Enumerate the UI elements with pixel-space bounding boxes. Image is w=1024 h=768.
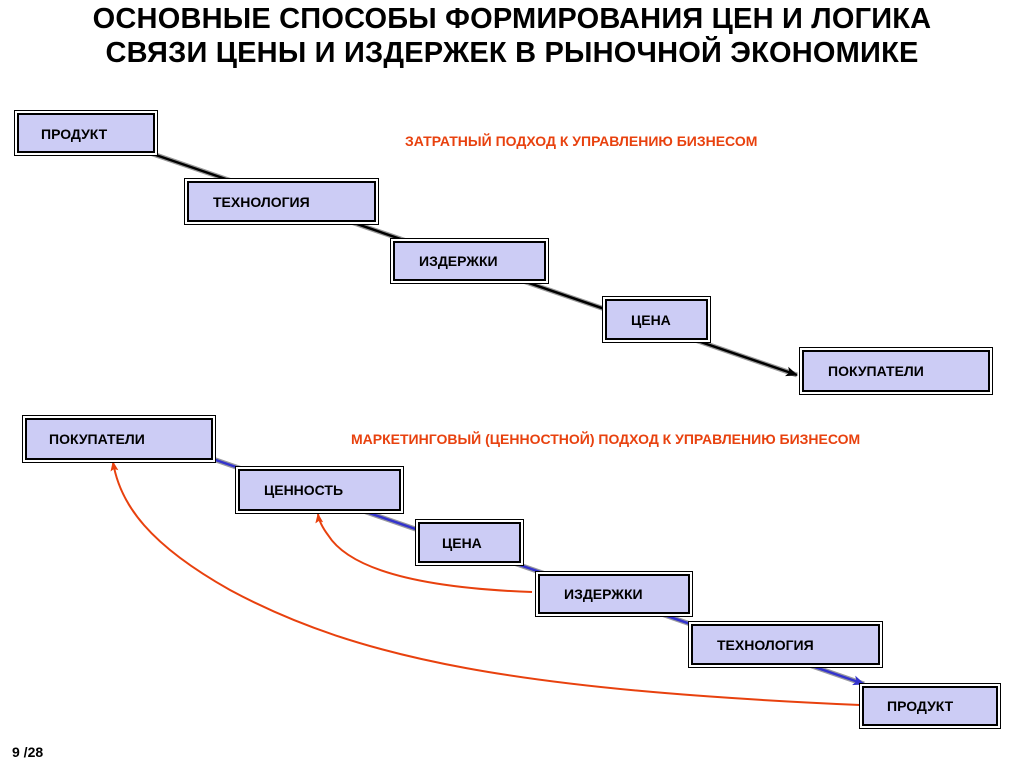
marketing-step-label: ЦЕННОСТЬ bbox=[264, 482, 344, 498]
marketing-step-buyers: ПОКУПАТЕЛИ bbox=[25, 418, 213, 460]
marketing-step-label: ТЕХНОЛОГИЯ bbox=[717, 636, 814, 653]
marketing-step-label: ПРОДУКТ bbox=[887, 698, 954, 714]
page-number: 9 /28 bbox=[12, 744, 44, 760]
cost-step-price: ЦЕНА bbox=[605, 299, 708, 340]
feedback-arrow-costs-to-value bbox=[315, 513, 533, 593]
marketing-step-technology: ТЕХНОЛОГИЯ bbox=[691, 624, 880, 665]
marketing-step-label: ЦЕНА bbox=[442, 534, 482, 551]
marketing-step-label: ИЗДЕРЖКИ bbox=[564, 586, 643, 602]
marketing-step-value: ЦЕННОСТЬ bbox=[238, 469, 401, 511]
feedback-arrow-product-to-buyers bbox=[110, 461, 861, 706]
cost-step-label: ЦЕНА bbox=[631, 311, 671, 328]
title-line-1: ОСНОВНЫЕ СПОСОБЫ ФОРМИРОВАНИЯ ЦЕН И ЛОГИ… bbox=[92, 3, 932, 35]
marketing-step-price: ЦЕНА bbox=[418, 522, 521, 563]
marketing-approach-heading: МАРКЕТИНГОВЫЙ (ЦЕННОСТНОЙ) ПОДХОД К УПРА… bbox=[351, 431, 861, 447]
cost-step-label: ТЕХНОЛОГИЯ bbox=[213, 193, 310, 210]
cost-step-product: ПРОДУКТ bbox=[17, 113, 155, 153]
cost-step-label: ПРОДУКТ bbox=[41, 126, 108, 142]
title-line-2: СВЯЗИ ЦЕНЫ И ИЗДЕРЖЕК В РЫНОЧНОЙ ЭКОНОМИ… bbox=[105, 37, 919, 69]
marketing-step-label: ПОКУПАТЕЛИ bbox=[49, 431, 145, 447]
marketing-step-product: ПРОДУКТ bbox=[862, 686, 998, 726]
marketing-step-costs: ИЗДЕРЖКИ bbox=[538, 574, 690, 614]
page-title: ОСНОВНЫЕ СПОСОБЫ ФОРМИРОВАНИЯ ЦЕН И ЛОГИ… bbox=[0, 2, 1024, 70]
cost-step-technology: ТЕХНОЛОГИЯ bbox=[187, 181, 376, 222]
cost-step-label: ПОКУПАТЕЛИ bbox=[828, 363, 924, 379]
cost-step-label: ИЗДЕРЖКИ bbox=[419, 253, 498, 269]
cost-step-costs: ИЗДЕРЖКИ bbox=[393, 241, 546, 281]
cost-step-buyers: ПОКУПАТЕЛИ bbox=[802, 350, 990, 392]
cost-approach-heading: ЗАТРАТНЫЙ ПОДХОД К УПРАВЛЕНИЮ БИЗНЕСОМ bbox=[405, 133, 758, 149]
